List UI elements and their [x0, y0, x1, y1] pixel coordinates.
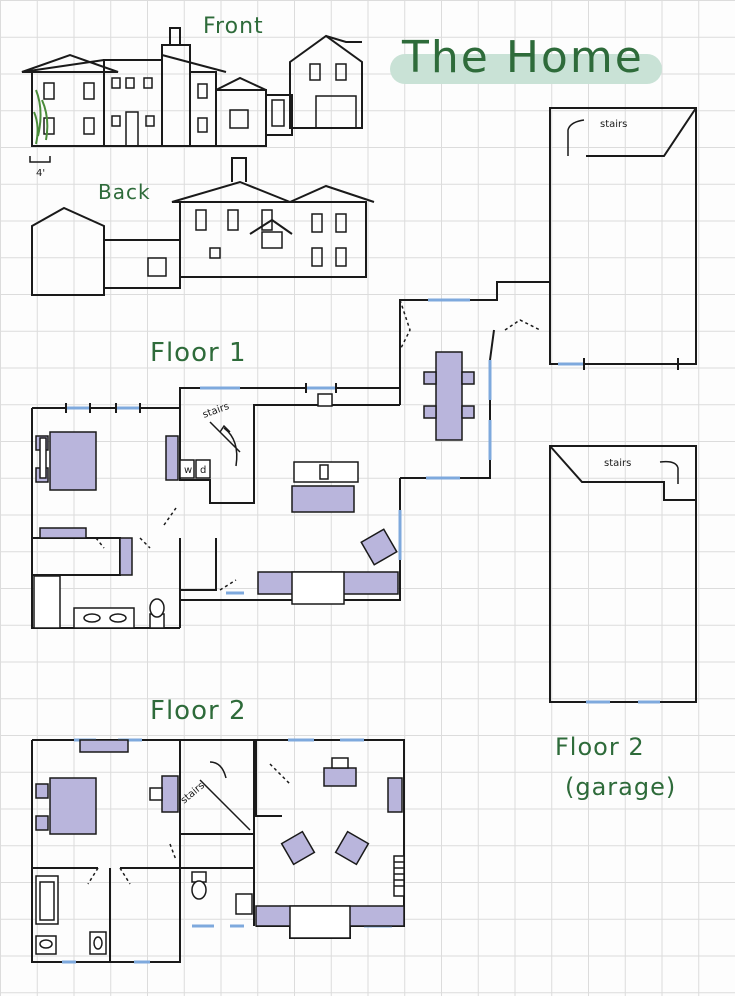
back-elevation-label: Back — [98, 180, 151, 204]
title-highlight — [390, 54, 662, 84]
back-elevation — [31, 157, 375, 296]
page-title: The Home — [402, 32, 644, 83]
front-elevation-label: Front — [203, 14, 264, 39]
front-elevation: 4' — [21, 27, 363, 179]
garage-floor2-plan: stairs — [549, 445, 697, 704]
floor1-label: Floor 1 — [150, 338, 247, 368]
dryer-label: d — [200, 465, 206, 476]
garage-stairs-lower-label: stairs — [604, 458, 631, 469]
garage-stairs-upper-label: stairs — [600, 119, 627, 130]
garage-label-line2: (garage) — [565, 773, 677, 801]
scale-label: 4' — [36, 168, 45, 179]
floor2-stairs-label: stairs — [179, 780, 207, 806]
floor1-plan: w d stairs — [31, 281, 551, 629]
floor1-stairs-label: stairs — [201, 401, 230, 421]
page-title-block: The Home — [388, 32, 662, 84]
floor2-plan: stairs — [31, 738, 405, 964]
floor2-label: Floor 2 — [150, 696, 247, 726]
garage-floor1-plan: stairs — [549, 107, 697, 370]
garage-label-line1: Floor 2 — [555, 733, 645, 761]
washer-label: w — [184, 465, 192, 476]
